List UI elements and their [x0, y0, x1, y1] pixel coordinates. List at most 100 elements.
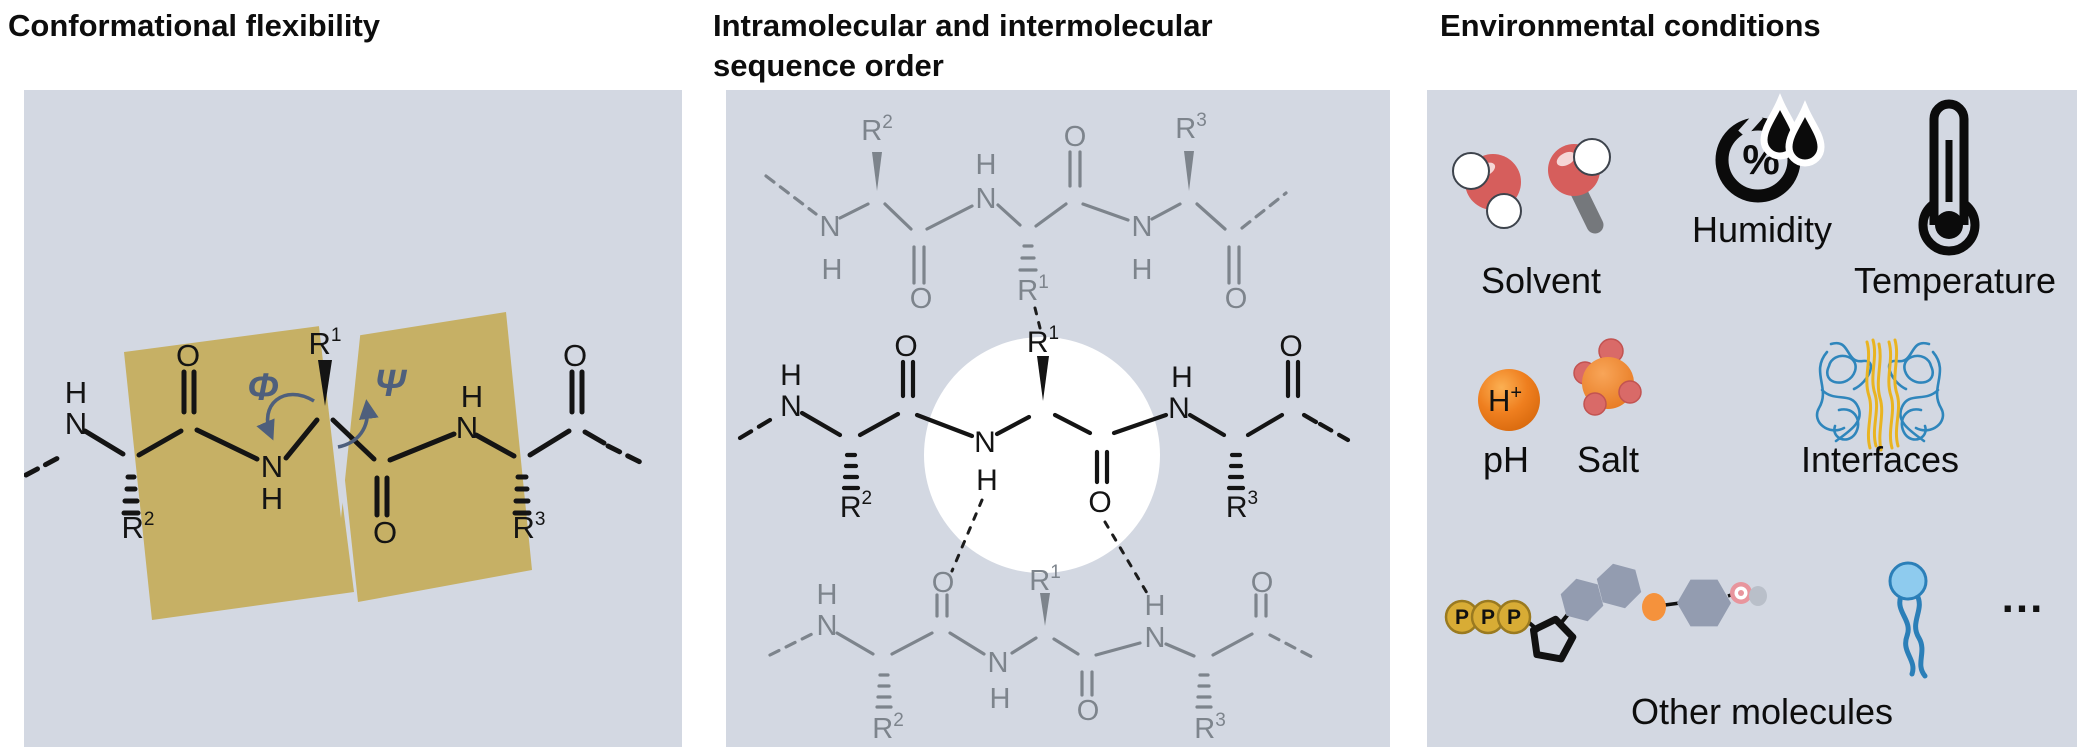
o-label: O [1064, 121, 1087, 153]
small-molecule-icon [1642, 579, 1767, 627]
other-molecules-label: Other molecules [1631, 691, 1893, 732]
hash-bond-r2 [121, 474, 141, 516]
psi-rotation-arrow-icon [337, 399, 379, 449]
h-label: H [461, 379, 483, 414]
solvent-label: Solvent [1481, 260, 1601, 301]
phosphate-label: P [1481, 606, 1495, 629]
o-label: O [1077, 695, 1100, 727]
hash-bond-r2-central [841, 452, 861, 491]
ph-icon: H+ [1478, 369, 1540, 431]
peptide-plane-left [124, 326, 354, 620]
n-label: N [976, 183, 997, 215]
panel-title-environmental-conditions: Environmental conditions [1440, 8, 1821, 43]
highlight-circle [924, 337, 1160, 573]
psi-label: Ψ [374, 363, 407, 405]
n-label: N [974, 426, 996, 459]
o-label: O [910, 283, 933, 315]
o-label: O [563, 338, 587, 373]
r2-label: R2 [122, 509, 155, 545]
r1-label: R1 [1027, 323, 1059, 359]
nucleobase-hexagon [1596, 563, 1642, 609]
r1-label: R1 [1029, 562, 1061, 597]
o-label: O [1251, 567, 1274, 599]
h-label: H [1132, 254, 1153, 286]
panel-conformational-flexibility: H N O N H O H N O R1 R2 R3 Φ Ψ [24, 90, 682, 747]
n-label: N [817, 610, 838, 642]
bottom-peptide-chain: H N O N H O H N O R1 R2 R3 [768, 562, 1314, 745]
water-drop-icon [1785, 100, 1825, 167]
h-label: H [261, 481, 283, 516]
r3-label: R3 [513, 509, 546, 545]
n-label: N [1145, 622, 1166, 654]
o-label: O [373, 515, 397, 550]
humidity-icon: % [1715, 93, 1825, 203]
ph-label: pH [1483, 439, 1529, 480]
r3-label: R3 [1226, 488, 1258, 524]
h-label: H [976, 149, 997, 181]
panel-title-sequence-order-line1: Intramolecular and intermolecular [713, 8, 1213, 43]
interfaces-icon [1815, 338, 1945, 452]
h-label: H [1171, 361, 1193, 394]
o-label: O [176, 338, 200, 373]
hash-bond-r3-bottom [1195, 673, 1213, 709]
r2-label: R2 [861, 112, 893, 147]
phosphate-label: P [1455, 606, 1469, 629]
hydrogen-ion-label: H+ [1488, 382, 1522, 418]
h-label: H [780, 359, 802, 392]
salt-label: Salt [1577, 439, 1639, 480]
panel-environmental-conditions: Solvent % Humidity Temperature H [1427, 90, 2077, 747]
wedge-bond-r1 [318, 360, 332, 406]
n-label: N [261, 449, 283, 484]
nucleotide-icon: P P P [1444, 563, 1642, 663]
atom-labels: H N O N H O H N O R1 R2 R3 [65, 325, 587, 550]
central-peptide-chain: H N O N H O H N O R1 R2 R3 [737, 323, 1351, 524]
lipid-icon [1888, 561, 1928, 679]
h-label: H [817, 579, 838, 611]
hash-bond-r3 [512, 474, 532, 516]
o-label: O [1279, 330, 1302, 363]
r3-label: R3 [1194, 710, 1226, 745]
hash-bond-r2-bottom [875, 673, 893, 709]
panel-title-conformational-flexibility: Conformational flexibility [8, 8, 381, 43]
ellipsis-label: ... [2002, 573, 2045, 622]
h-label: H [976, 464, 998, 497]
n-label: N [820, 211, 841, 243]
r1-label: R1 [309, 325, 342, 361]
h-label: H [1145, 590, 1166, 622]
r2-label: R2 [872, 710, 904, 745]
peptide-backbone [24, 360, 643, 518]
temperature-icon [1918, 99, 1980, 256]
n-label: N [1168, 392, 1190, 425]
o-label: O [932, 567, 955, 599]
environment-icons: Solvent % Humidity Temperature H [1444, 93, 2056, 732]
n-label: N [1132, 211, 1153, 243]
n-label: N [65, 406, 87, 441]
temperature-label: Temperature [1854, 260, 2056, 301]
peptide-plane-right [330, 312, 532, 602]
solvent-icon [1452, 138, 1611, 234]
o-label: O [894, 330, 917, 363]
phi-rotation-arrow-icon [256, 392, 315, 441]
h-label: H [990, 683, 1011, 715]
panel-title-sequence-order-line2: sequence order [713, 48, 944, 83]
interfaces-label: Interfaces [1801, 439, 1959, 480]
hash-bond-r3-central [1226, 452, 1246, 491]
r2-label: R2 [840, 488, 872, 524]
dihedral-diagram: H N O N H O H N O R1 R2 R3 Φ Ψ [24, 312, 643, 620]
intermolecular-contacts [950, 306, 1149, 595]
r3-label: R3 [1175, 110, 1207, 145]
n-label: N [780, 390, 802, 423]
humidity-label: Humidity [1692, 209, 1832, 250]
hash-bond-r1-top [1018, 244, 1038, 272]
top-peptide-chain: N H O H N O N H O R2 R1 R3 [764, 110, 1288, 315]
n-label: N [456, 410, 478, 445]
o-label: O [1225, 283, 1248, 315]
n-label: N [988, 647, 1009, 679]
ribose-pentagon [1530, 615, 1577, 663]
salt-icon [1573, 338, 1642, 416]
dihedral-annotations: Φ Ψ [247, 363, 407, 449]
hydrogen-bond-diagram: N H O H N O N H O R2 R1 R3 [737, 110, 1351, 745]
h-label: H [65, 375, 87, 410]
fibril-strands [1865, 338, 1901, 452]
